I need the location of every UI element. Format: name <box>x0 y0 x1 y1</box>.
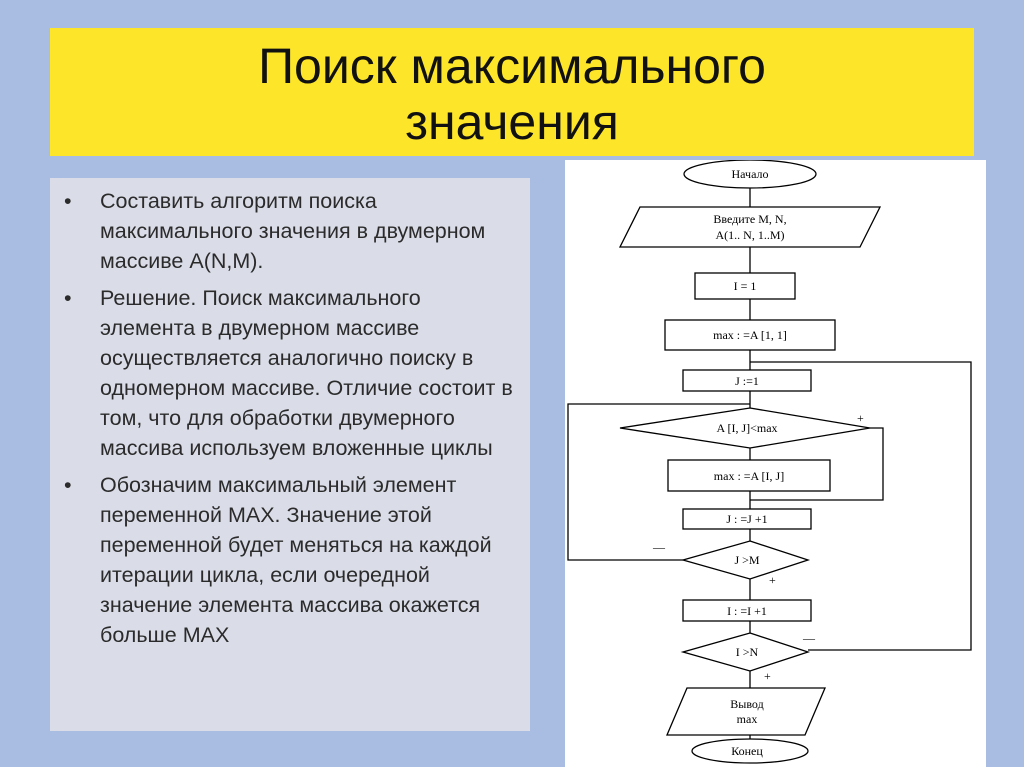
inc-j-label: J : =J +1 <box>726 512 767 526</box>
compare-decision <box>619 407 871 449</box>
j-decision <box>680 540 811 580</box>
bullet-marker: • <box>64 189 72 213</box>
bullet-marker: • <box>64 286 72 310</box>
input-label-line2: A(1.. N, 1..M) <box>716 228 785 242</box>
plus-sign: + <box>769 573 776 587</box>
bullet-text: Решение. Поиск максимального элемента в … <box>100 286 513 460</box>
flowchart: Начало Введите M, N, A(1.. N, 1..M) I = … <box>567 160 972 764</box>
i-cond-label: I >N <box>736 645 759 659</box>
minus-sign: — <box>652 540 666 554</box>
bullet-text: Обозначим максимальный элемент переменно… <box>100 473 492 647</box>
i-decision <box>680 632 811 672</box>
plus-sign: + <box>764 669 771 683</box>
input-label-line1: Введите M, N, <box>713 212 786 226</box>
init-j-label: J :=1 <box>735 374 759 388</box>
init-max-label: max : =A [1, 1] <box>713 328 787 342</box>
flowchart-panel: Начало Введите M, N, A(1.. N, 1..M) I = … <box>565 160 986 767</box>
input-parallelogram <box>618 206 882 248</box>
slide-title: Поиск максимального значения <box>50 38 974 150</box>
inc-i-block <box>682 599 812 622</box>
connector-loop-i <box>750 361 972 651</box>
bullet-list: • Составить алгоритм поиска максимальног… <box>58 186 518 657</box>
title-line-2: значения <box>405 94 619 150</box>
title-line-1: Поиск максимального <box>258 38 766 94</box>
end-terminal <box>691 738 809 764</box>
minus-sign: — <box>802 631 816 645</box>
start-label: Начало <box>732 167 769 181</box>
output-parallelogram <box>666 687 826 736</box>
output-label-line2: max <box>737 712 758 726</box>
assign-max-label: max : =A [I, J] <box>714 469 784 483</box>
bullet-item: • Составить алгоритм поиска максимальног… <box>58 186 518 276</box>
title-bar: Поиск максимального значения <box>50 28 974 156</box>
inc-i-label: I : =I +1 <box>727 604 767 618</box>
init-max-block <box>664 319 836 351</box>
output-label-line1: Вывод <box>730 697 763 711</box>
plus-sign: + <box>857 411 864 425</box>
connector-loop-j <box>567 403 750 561</box>
assign-max-block <box>667 459 831 492</box>
start-terminal <box>683 160 817 189</box>
bullet-marker: • <box>64 473 72 497</box>
init-j-block <box>682 369 812 392</box>
inc-j-block <box>682 508 812 530</box>
init-i-block <box>694 272 796 300</box>
text-panel: • Составить алгоритм поиска максимальног… <box>50 178 530 731</box>
end-label: Конец <box>731 744 763 758</box>
init-i-label: I = 1 <box>734 279 757 293</box>
j-cond-label: J >M <box>734 553 759 567</box>
bullet-item: • Обозначим максимальный элемент перемен… <box>58 470 518 650</box>
compare-label: A [I, J]<max <box>716 421 777 435</box>
bullet-item: • Решение. Поиск максимального элемента … <box>58 283 518 463</box>
bullet-text: Составить алгоритм поиска максимального … <box>100 189 486 273</box>
connector-plus-branch <box>750 427 884 501</box>
